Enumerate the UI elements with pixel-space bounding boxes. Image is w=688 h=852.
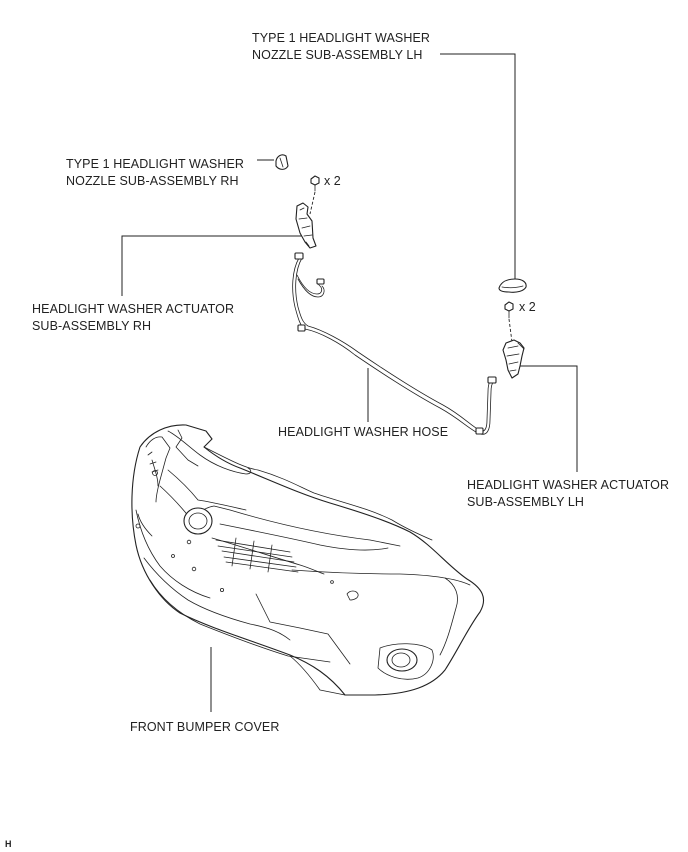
label-actuator-rh: HEADLIGHT WASHER ACTUATOR SUB-ASSEMBLY R… [32,301,234,335]
label-nozzle-rh: TYPE 1 HEADLIGHT WASHER NOZZLE SUB-ASSEM… [66,156,244,190]
label-actuator-lh-line1: HEADLIGHT WASHER ACTUATOR [467,478,670,492]
bolt-rh [309,175,320,215]
label-nozzle-lh: TYPE 1 HEADLIGHT WASHER NOZZLE SUB-ASSEM… [252,30,430,64]
actuator-lh-part [502,339,525,379]
bolt-rh-quantity: x 2 [324,174,341,188]
label-actuator-rh-line2: SUB-ASSEMBLY RH [32,319,152,333]
leader-lines [121,53,578,712]
actuator-rh-part [295,202,317,249]
label-actuator-rh-line1: HEADLIGHT WASHER ACTUATOR [32,302,235,316]
bolt-lh-quantity: x 2 [519,300,536,314]
label-actuator-lh-line2: SUB-ASSEMBLY LH [467,495,585,509]
label-nozzle-rh-line2: NOZZLE SUB-ASSEMBLY RH [66,174,239,188]
label-nozzle-lh-line2: NOZZLE SUB-ASSEMBLY LH [252,48,423,62]
label-hose: HEADLIGHT WASHER HOSE [278,425,449,439]
nozzle-lh-part [498,278,527,293]
washer-hose-part [292,252,497,435]
label-nozzle-lh-line1: TYPE 1 HEADLIGHT WASHER [252,31,431,45]
label-bumper: FRONT BUMPER COVER [130,720,280,734]
leader-actuator-rh [121,235,305,296]
label-nozzle-rh-line1: TYPE 1 HEADLIGHT WASHER [66,157,245,171]
corner-mark: H [5,839,12,849]
nozzle-rh-part [275,154,289,170]
leader-nozzle-lh [440,53,516,280]
label-actuator-lh: HEADLIGHT WASHER ACTUATOR SUB-ASSEMBLY L… [467,477,669,511]
leader-actuator-lh [518,365,578,472]
front-bumper-part [131,424,485,696]
bolt-lh [504,301,514,343]
